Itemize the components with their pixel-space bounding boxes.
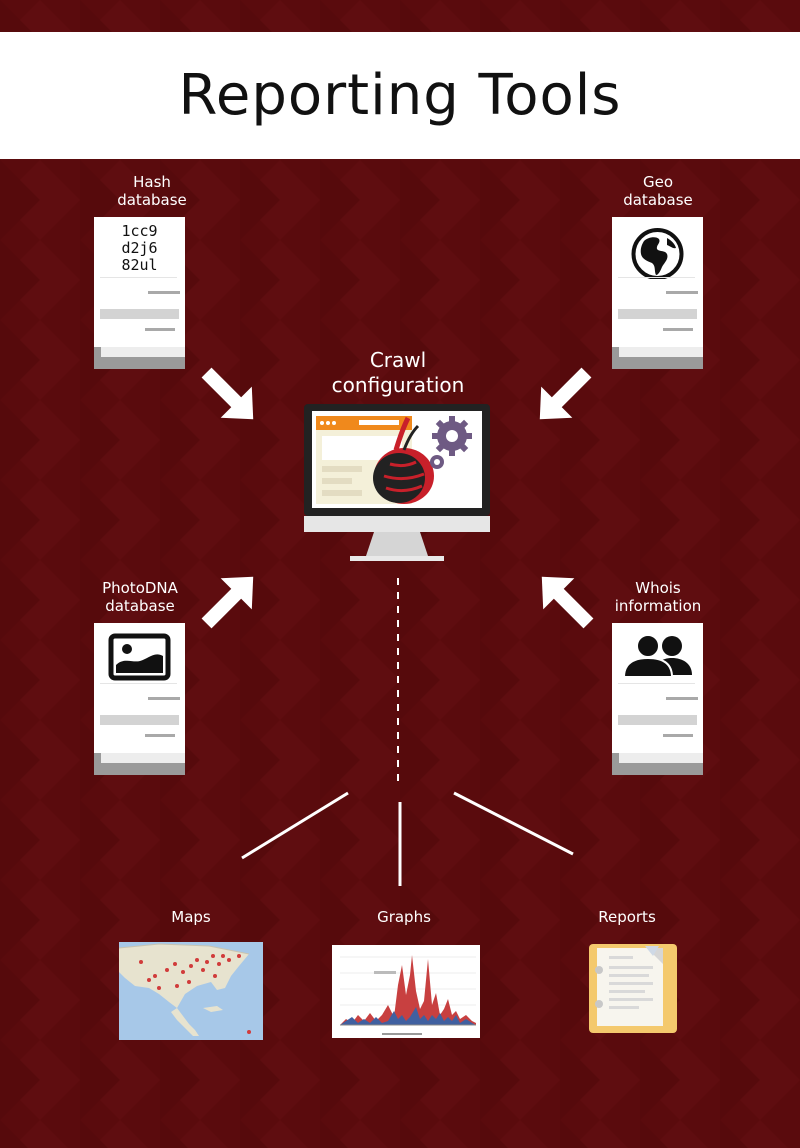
gear-icon — [430, 416, 472, 469]
hash-line-2: d2j6 — [121, 239, 158, 257]
hash-database-document: 1cc9 d2j6 82ul — [94, 217, 185, 369]
onion-icon — [373, 416, 434, 504]
image-icon — [108, 633, 171, 681]
globe-icon — [631, 228, 684, 279]
hash-line-3: 82ul — [121, 256, 158, 274]
graphs-label: Graphs — [377, 908, 431, 926]
whois-information-document — [612, 623, 703, 775]
page-title: Reporting Tools — [178, 63, 622, 128]
hash-database-label: Hash database — [117, 173, 187, 209]
users-icon — [622, 634, 692, 678]
hash-values: 1cc9 d2j6 82ul — [94, 223, 185, 274]
crawl-configuration-title: Crawl configuration — [331, 348, 465, 397]
geo-database-document — [612, 217, 703, 369]
geo-database-label: Geo database — [623, 173, 693, 209]
title-banner: Reporting Tools — [0, 32, 800, 159]
maps-label: Maps — [171, 908, 211, 926]
reports-label: Reports — [598, 908, 656, 926]
graph-thumbnail — [332, 945, 480, 1038]
photodna-database-label: PhotoDNA database — [102, 579, 178, 615]
photodna-database-document — [94, 623, 185, 775]
monitor-icon — [304, 404, 490, 561]
map-thumbnail — [119, 942, 263, 1040]
hash-line-1: 1cc9 — [121, 222, 158, 240]
whois-information-label: Whois information — [614, 579, 702, 615]
report-icon — [589, 944, 677, 1033]
